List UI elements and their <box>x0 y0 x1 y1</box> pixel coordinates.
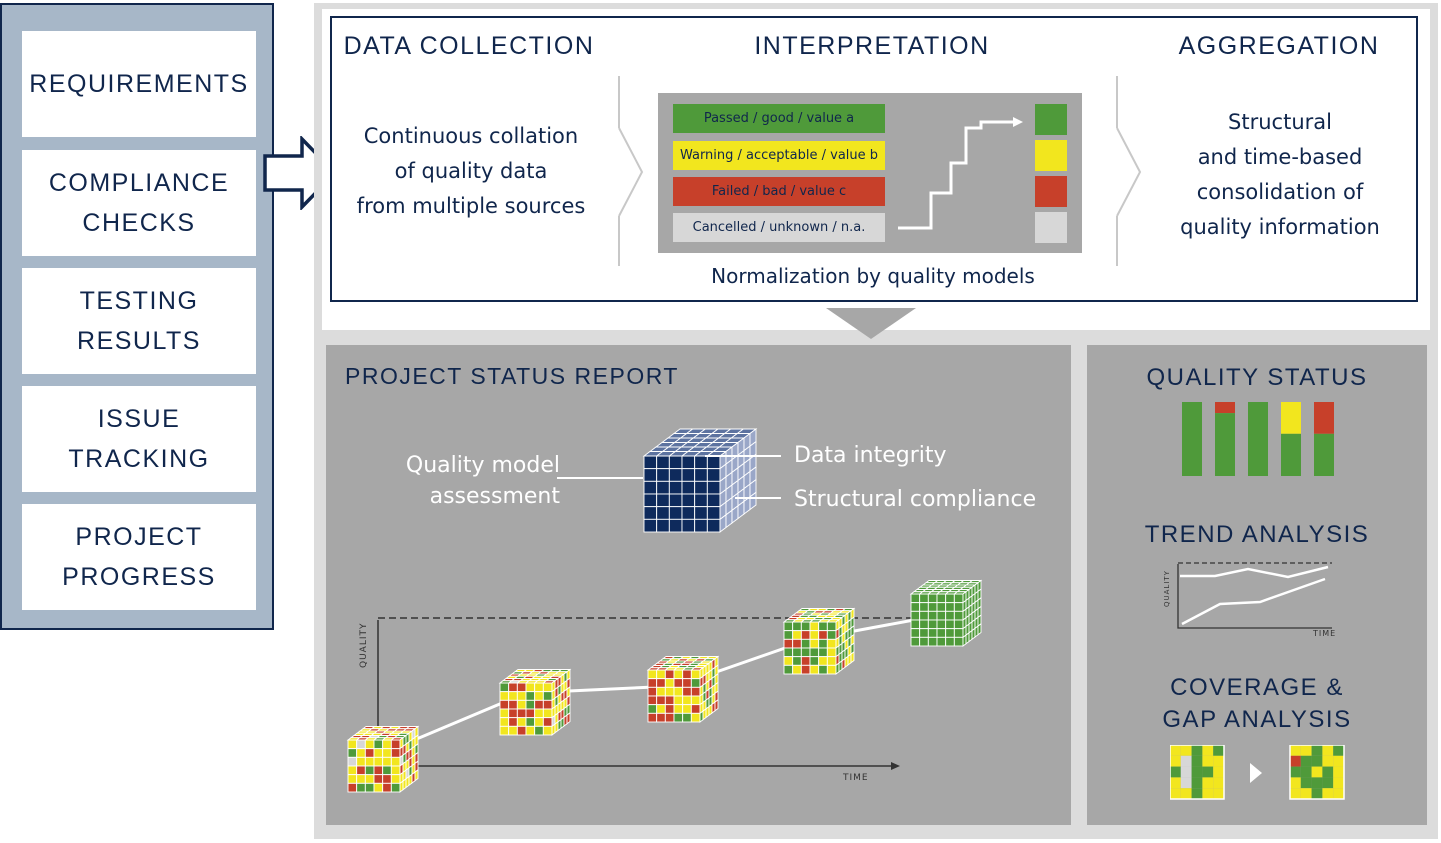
stair-arrow-icon <box>898 117 1023 230</box>
quality-bar-1-green <box>1182 402 1202 476</box>
quality-model-box: Passed / good / value a Warning / accept… <box>658 93 1082 253</box>
quality-model-cube-icon <box>642 428 758 533</box>
data-collection-text: Continuous collation of quality data fro… <box>356 124 586 218</box>
quality-row-failed: Failed / bad / value c <box>673 177 885 206</box>
level-swatch-green <box>1035 104 1067 135</box>
trend-y-axis-label: QUALITY <box>1163 570 1171 607</box>
input-compliance-checks: COMPLIANCE CHECKS <box>22 150 256 256</box>
input-requirements: REQUIREMENTS <box>22 31 256 137</box>
project-status-report-title: PROJECT STATUS REPORT <box>345 363 679 389</box>
level-swatch-gray <box>1035 212 1067 243</box>
quality-bar-2-red <box>1215 402 1235 414</box>
aggregation-text: Structural and time-based consolidation … <box>1180 110 1380 239</box>
down-triangle-icon <box>826 308 916 339</box>
quality-bar-3-green <box>1248 402 1268 476</box>
normalization-caption: Normalization by quality models <box>711 264 1035 288</box>
input-sources-panel: REQUIREMENTS COMPLIANCE CHECKS TESTING R… <box>0 3 274 630</box>
input-project-progress: PROJECT PROGRESS <box>22 504 256 610</box>
quality-timeline <box>346 579 983 793</box>
timeline-cube-2 <box>498 668 572 736</box>
trend-analysis-title: TREND ANALYSIS <box>1144 521 1370 548</box>
timeline-cube-1 <box>346 725 420 793</box>
input-testing-results: TESTING RESULTS <box>22 268 256 374</box>
timeline-y-axis-label: QUALITY <box>359 622 369 669</box>
cube-label-assessment: Quality model assessment <box>405 453 560 509</box>
quality-bar-4-yellow <box>1281 402 1301 434</box>
level-swatch-yellow <box>1035 140 1067 171</box>
separator-chevron-1-icon <box>618 76 644 266</box>
timeline-cube-3 <box>646 655 720 723</box>
quality-bar-5-red <box>1314 402 1334 434</box>
trend-x-axis-label: TIME <box>1313 629 1337 638</box>
timeline-cube-5 <box>909 579 983 647</box>
coverage-arrow <box>1250 763 1262 783</box>
quality-bar-2-green <box>1215 413 1235 476</box>
level-swatch-red <box>1035 176 1067 207</box>
quality-status-bars <box>1182 402 1334 476</box>
input-issue-tracking: ISSUE TRACKING <box>22 386 256 492</box>
cube-label-structural-compliance: Structural compliance <box>794 487 1037 512</box>
separator-chevron-2-icon <box>1116 76 1142 266</box>
coverage-after-grid <box>1289 745 1345 800</box>
coverage-before-grid <box>1170 745 1225 800</box>
aggregation-title: AGGREGATION <box>1178 32 1380 60</box>
timeline-x-axis-label: TIME <box>843 773 869 783</box>
data-collection-title: DATA COLLECTION <box>343 32 595 60</box>
trend-chart-icon <box>1177 562 1332 629</box>
timeline-cube-4 <box>782 607 856 675</box>
quality-bar-4-green <box>1281 433 1301 476</box>
interpretation-title: INTERPRETATION <box>754 32 990 60</box>
cube-leader-lines <box>557 455 781 499</box>
quality-status-title: QUALITY STATUS <box>1146 364 1368 391</box>
coverage-gap-icon <box>1170 745 1345 800</box>
coverage-gap-title: COVERAGE & GAP ANALYSIS <box>1162 674 1352 733</box>
cube-label-data-integrity: Data integrity <box>794 443 947 468</box>
quality-row-passed: Passed / good / value a <box>673 104 885 133</box>
quality-row-cancelled: Cancelled / unknown / n.a. <box>673 213 885 242</box>
quality-bar-5-green <box>1314 433 1334 476</box>
quality-row-warning: Warning / acceptable / value b <box>673 141 885 170</box>
